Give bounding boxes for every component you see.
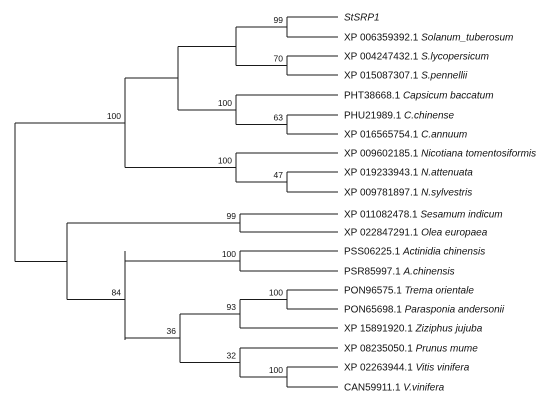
accession-id: XP 02263944.1: [344, 363, 416, 374]
accession-id: PHT38668.1: [344, 91, 403, 102]
bootstrap-value: 100: [218, 98, 232, 108]
leaf-label: PON65698.1 Parasponia andersonii: [344, 305, 505, 316]
bootstrap-value: 84: [112, 288, 122, 298]
accession-id: PON65698.1: [344, 305, 405, 316]
species-name: Solanum_tuberosum: [421, 33, 513, 44]
leaf-label: PHT38668.1 Capsicum baccatum: [344, 91, 494, 102]
leaf-label: PON96575.1 Trema orientale: [344, 286, 474, 297]
species-name: C.annuum: [421, 130, 467, 141]
species-name: Capsicum baccatum: [403, 91, 494, 102]
species-name: V.vinifera: [403, 383, 444, 394]
accession-id: PSS06225.1: [344, 247, 403, 258]
leaf-label: XP 022847291.1 Olea europaea: [344, 228, 488, 239]
leaf-label: XP 009781897.1 N.sylvestris: [344, 188, 472, 199]
bootstrap-value: 100: [222, 249, 236, 259]
accession-id: XP 011082478.1: [344, 210, 420, 221]
leaf-label: StSRP1: [344, 13, 380, 24]
accession-id: XP 009781897.1: [344, 188, 421, 199]
leaf-label: XP 019233943.1 N.attenuata: [344, 168, 473, 179]
species-name: Vitis vinifera: [416, 363, 470, 374]
accession-id: PON96575.1: [344, 286, 405, 297]
leaf-label: XP 006359392.1 Solanum_tuberosum: [344, 33, 513, 44]
accession-id: XP 004247432.1: [344, 52, 421, 63]
species-name: Sesamum indicum: [420, 210, 502, 221]
accession-id: XP 08235050.1: [344, 344, 416, 355]
bootstrap-value: 47: [274, 170, 284, 180]
species-name: Parasponia andersonii: [405, 305, 505, 316]
accession-id: PHU21989.1: [344, 111, 404, 122]
leaf-label: PSR85997.1 A.chinensis: [344, 267, 455, 278]
leaf-label: XP 011082478.1 Sesamum indicum: [344, 210, 503, 221]
leaf-label: XP 02263944.1 Vitis vinifera: [344, 363, 470, 374]
bootstrap-value: 36: [167, 326, 177, 336]
species-name: Olea europaea: [421, 228, 488, 239]
species-name: S.lycopersicum: [421, 52, 489, 63]
leaf-label: CAN59911.1 V.vinifera: [344, 383, 445, 394]
species-name: Ziziphus jujuba: [415, 324, 483, 335]
bootstrap-value: 100: [269, 365, 283, 375]
leaf-label: XP 009602185.1 Nicotiana tomentosiformis: [344, 149, 536, 160]
bootstrap-value: 99: [274, 15, 284, 25]
leaf-label: XP 016565754.1 C.annuum: [344, 130, 467, 141]
accession-id: XP 009602185.1: [344, 149, 421, 160]
accession-id: XP 022847291.1: [344, 228, 421, 239]
leaf-label: XP 15891920.1 Ziziphus jujuba: [344, 324, 483, 335]
leaf-label: PHU21989.1 C.chinense: [344, 111, 455, 122]
leaf-label: XP 004247432.1 S.lycopersicum: [344, 52, 489, 63]
accession-id: XP 019233943.1: [344, 168, 421, 179]
bootstrap-value: 100: [269, 288, 283, 298]
species-name: Trema orientale: [405, 286, 475, 297]
species-name: C.chinense: [404, 111, 454, 122]
species-name: N.attenuata: [421, 168, 473, 179]
species-name: Actinidia chinensis: [402, 247, 485, 258]
leaf-label: PSS06225.1 Actinidia chinensis: [344, 247, 485, 258]
accession-id: XP 15891920.1: [344, 324, 416, 335]
bootstrap-value: 100: [107, 111, 121, 121]
bootstrap-value: 93: [227, 302, 237, 312]
bootstrap-value: 63: [274, 113, 284, 123]
bootstrap-value: 70: [274, 54, 284, 64]
accession-id: CAN59911.1: [344, 383, 403, 394]
accession-id: XP 016565754.1: [344, 130, 421, 141]
bootstrap-value: 32: [227, 351, 237, 361]
accession-id: XP 015087307.1: [344, 71, 421, 82]
species-name: A.chinensis: [403, 267, 455, 278]
species-name: S.pennellii: [421, 71, 468, 82]
species-name: Prunus mume: [416, 344, 479, 355]
bootstrap-value: 100: [218, 156, 232, 166]
bootstrap-value: 99: [227, 211, 237, 221]
tree-branches: [14, 16, 338, 388]
leaf-label: XP 08235050.1 Prunus mume: [344, 344, 478, 355]
leaf-label: XP 015087307.1 S.pennellii: [344, 71, 468, 82]
accession-id: PSR85997.1: [344, 267, 404, 278]
accession-id: XP 006359392.1: [344, 33, 421, 44]
species-name: N.sylvestris: [421, 188, 472, 199]
species-name: Nicotiana tomentosiformis: [421, 149, 536, 160]
bootstrap-values: 100 99 70 100 63 100 47 99 84 100 36 93 100 32 100: [107, 15, 283, 375]
species-name: StSRP1: [344, 13, 380, 24]
